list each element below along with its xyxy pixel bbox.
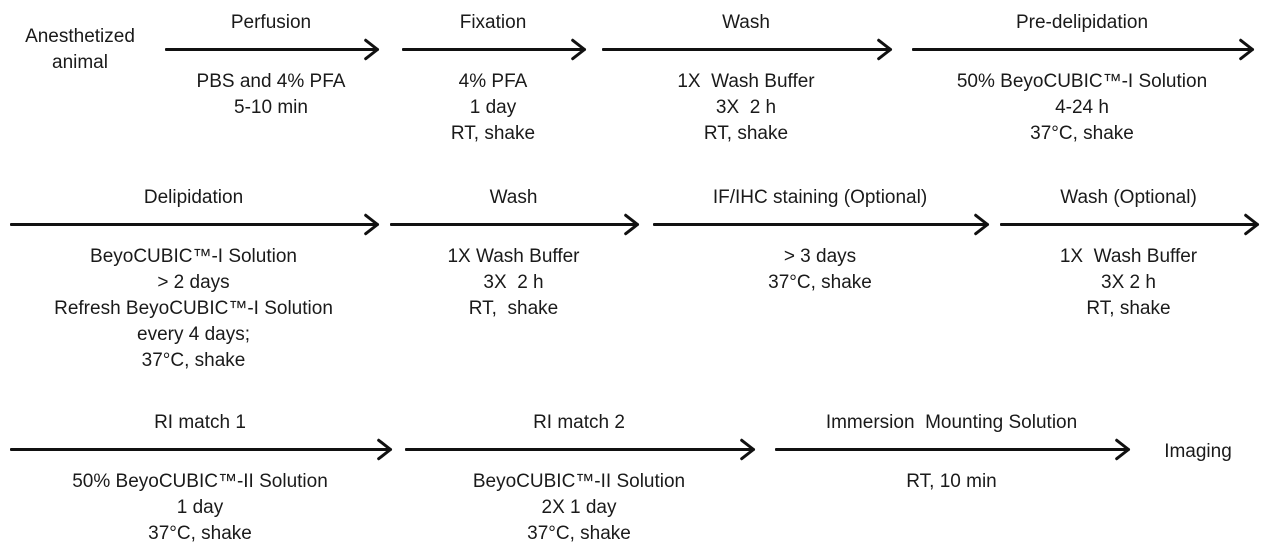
step-details: RT, 10 min bbox=[906, 471, 997, 492]
step-label: Wash bbox=[722, 12, 770, 33]
right-arrow-icon bbox=[1000, 223, 1257, 226]
step-label: RI match 2 bbox=[533, 412, 625, 433]
step-label: Wash bbox=[489, 187, 538, 208]
step-if-ihc-staining: IF/IHC staining (Optional) > 3 days 37°C… bbox=[653, 183, 987, 296]
step-pre-delipidation: Pre-delipidation 50% BeyoCUBIC™-I Soluti… bbox=[912, 8, 1252, 147]
step-details: 1X Wash Buffer 3X 2 h RT, shake bbox=[447, 246, 580, 319]
step-details: 4% PFA 1 day RT, shake bbox=[450, 71, 536, 144]
step-details: BeyoCUBIC™-II Solution 2X 1 day 37°C, sh… bbox=[472, 471, 686, 544]
step-wash-1: Wash 1X Wash Buffer 3X 2 h RT, shake bbox=[602, 8, 890, 147]
step-ri-match-1: RI match 1 50% BeyoCUBIC™-II Solution 1 … bbox=[10, 408, 390, 547]
step-label: Delipidation bbox=[143, 187, 244, 208]
step-details: PBS and 4% PFA 5-10 min bbox=[196, 71, 346, 118]
step-details: 1X Wash Buffer 3X 2 h RT, shake bbox=[1059, 246, 1198, 319]
right-arrow-icon bbox=[10, 223, 377, 226]
step-delipidation: Delipidation BeyoCUBIC™-I Solution > 2 d… bbox=[10, 183, 377, 374]
node-imaging: Imaging bbox=[1164, 441, 1232, 462]
step-fixation: Fixation 4% PFA 1 day RT, shake bbox=[402, 8, 584, 147]
step-details: > 3 days 37°C, shake bbox=[768, 246, 872, 293]
right-arrow-icon bbox=[405, 448, 753, 451]
right-arrow-icon bbox=[775, 448, 1128, 451]
step-label: RI match 1 bbox=[154, 412, 246, 433]
step-label: IF/IHC staining (Optional) bbox=[712, 187, 928, 208]
step-details: 50% BeyoCUBIC™-I Solution 4-24 h 37°C, s… bbox=[956, 71, 1208, 144]
right-arrow-icon bbox=[10, 448, 390, 451]
right-arrow-icon bbox=[602, 48, 890, 51]
step-label: Fixation bbox=[459, 12, 527, 33]
step-label: Pre-delipidation bbox=[1015, 12, 1149, 33]
step-details: 50% BeyoCUBIC™-II Solution 1 day 37°C, s… bbox=[72, 471, 328, 544]
node-anesthetized-animal: Anesthetized animal bbox=[25, 26, 141, 73]
step-label: Wash (Optional) bbox=[1060, 187, 1197, 208]
step-immersion-mounting: Immersion Mounting Solution RT, 10 min bbox=[775, 408, 1128, 495]
step-details: BeyoCUBIC™-I Solution > 2 days Refresh B… bbox=[54, 246, 333, 371]
right-arrow-icon bbox=[390, 223, 637, 226]
step-label: Immersion Mounting Solution bbox=[825, 412, 1078, 433]
step-details: 1X Wash Buffer 3X 2 h RT, shake bbox=[677, 71, 815, 144]
right-arrow-icon bbox=[912, 48, 1252, 51]
step-perfusion: Perfusion PBS and 4% PFA 5-10 min bbox=[165, 8, 377, 121]
step-wash-2: Wash 1X Wash Buffer 3X 2 h RT, shake bbox=[390, 183, 637, 322]
right-arrow-icon bbox=[402, 48, 584, 51]
right-arrow-icon bbox=[653, 223, 987, 226]
step-label: Perfusion bbox=[230, 12, 312, 33]
right-arrow-icon bbox=[165, 48, 377, 51]
step-ri-match-2: RI match 2 BeyoCUBIC™-II Solution 2X 1 d… bbox=[405, 408, 753, 547]
step-wash-optional: Wash (Optional) 1X Wash Buffer 3X 2 h RT… bbox=[1000, 183, 1257, 322]
